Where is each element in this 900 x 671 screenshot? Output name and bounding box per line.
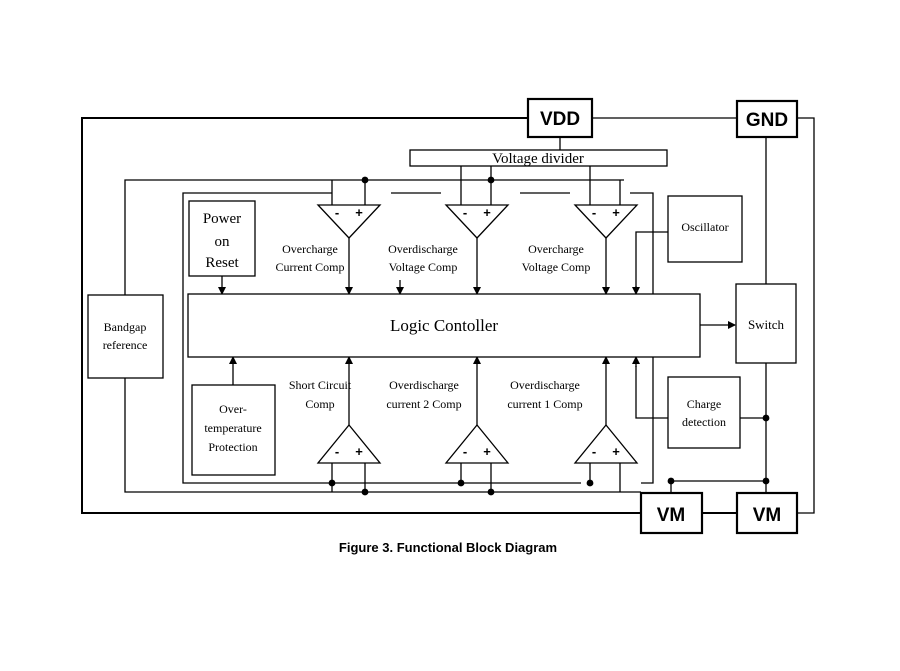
ot-label-line1: Over- [219, 402, 247, 416]
top-comp3-label-line2: Voltage Comp [522, 260, 591, 274]
comp-minus-sign: - [463, 205, 467, 220]
bandgap-label-line1: Bandgap [104, 320, 147, 334]
gnd-pin-label: GND [746, 110, 788, 131]
vdd-pin-label: VDD [540, 109, 580, 130]
bandgap-reference-block: Bandgap reference [87, 294, 164, 379]
bottom-comp3-label-line2: current 1 Comp [507, 397, 582, 411]
top-comp2-label-line2: Voltage Comp [389, 260, 458, 274]
comp-minus-sign: - [335, 205, 339, 220]
top-comparator-3: - + [573, 204, 639, 239]
logic-controller-label: Logic Contoller [390, 316, 498, 335]
vm-pin-left-label: VM [657, 505, 686, 526]
junction-dot [457, 479, 465, 487]
gnd-right-wire [797, 117, 815, 514]
bottom-comparator-1: - + [316, 423, 382, 464]
bottom-comp2-label-line2: current 2 Comp [386, 397, 461, 411]
comp-plus-sign: + [483, 444, 491, 459]
charge-detection-label-line1: Charge [687, 397, 721, 411]
top-comparator-1: - + [316, 204, 382, 239]
por-label-line3: Reset [205, 255, 239, 271]
charge-detection-block: Charge detection [667, 376, 741, 449]
junction-dot [361, 488, 369, 496]
bottom-comp2-label-line1: Overdischarge [389, 378, 459, 392]
voltage-divider-block: Voltage divider [409, 149, 668, 167]
junction-dot [762, 477, 770, 485]
switch-block: Switch [735, 283, 797, 364]
junction-dot [487, 176, 495, 184]
comp-plus-sign: + [612, 205, 620, 220]
oscillator-block: Oscillator [667, 195, 743, 263]
oscillator-label: Oscillator [681, 220, 728, 234]
voltage-divider-label: Voltage divider [492, 151, 584, 167]
vm-pin-right-label: VM [753, 505, 782, 526]
junction-dot [586, 479, 594, 487]
bottom-comp1-label-line1: Short Circuit [289, 378, 352, 392]
comp-plus-sign: + [612, 444, 620, 459]
top-comp1-label-line2: Current Comp [276, 260, 345, 274]
vm-pin-left: VM [639, 491, 704, 535]
top-comp3-label-line1: Overcharge [528, 242, 584, 256]
logic-enclosure [182, 192, 581, 484]
comp-minus-sign: - [463, 444, 467, 459]
power-on-reset-block: Power on Reset [188, 200, 256, 277]
switch-label: Switch [748, 317, 785, 332]
top-comparator-2: - + [444, 204, 510, 239]
comp-plus-sign: + [483, 205, 491, 220]
junction-dot [361, 176, 369, 184]
vm-pin-right: VM [735, 491, 799, 535]
top-comp2-label-line1: Overdischarge [388, 242, 458, 256]
ot-label-line2: temperature [204, 421, 261, 435]
junction-dot [487, 488, 495, 496]
charge-detection-label-line2: detection [682, 415, 726, 429]
comp-minus-sign: - [592, 205, 596, 220]
bandgap-bottom-wire [124, 378, 641, 493]
bottom-comparator-2: - + [444, 423, 510, 464]
junction-dot [328, 479, 336, 487]
junction-dot [667, 477, 675, 485]
vdd-rail-wire [81, 117, 641, 514]
bandgap-label-line2: reference [103, 338, 148, 352]
por-label-line2: on [215, 234, 231, 250]
junction-dot [762, 414, 770, 422]
bandgap-top-wire [124, 179, 624, 295]
gnd-pin: GND [735, 99, 799, 139]
bottom-comp3-label-line1: Overdischarge [510, 378, 580, 392]
bottom-comparator-3: - + [573, 423, 639, 464]
bottom-comp1-label-line2: Comp [305, 397, 334, 411]
top-comp1-label-line1: Overcharge [282, 242, 338, 256]
comp-plus-sign: + [355, 205, 363, 220]
comp-minus-sign: - [335, 444, 339, 459]
comp-minus-sign: - [592, 444, 596, 459]
vdd-pin: VDD [526, 97, 594, 139]
comp-plus-sign: + [355, 444, 363, 459]
por-label-line1: Power [203, 211, 241, 227]
figure-caption: Figure 3. Functional Block Diagram [339, 540, 557, 555]
over-temperature-block: Over- temperature Protection [191, 384, 276, 476]
logic-controller-block: Logic Contoller [187, 293, 701, 358]
ot-label-line3: Protection [208, 440, 257, 454]
